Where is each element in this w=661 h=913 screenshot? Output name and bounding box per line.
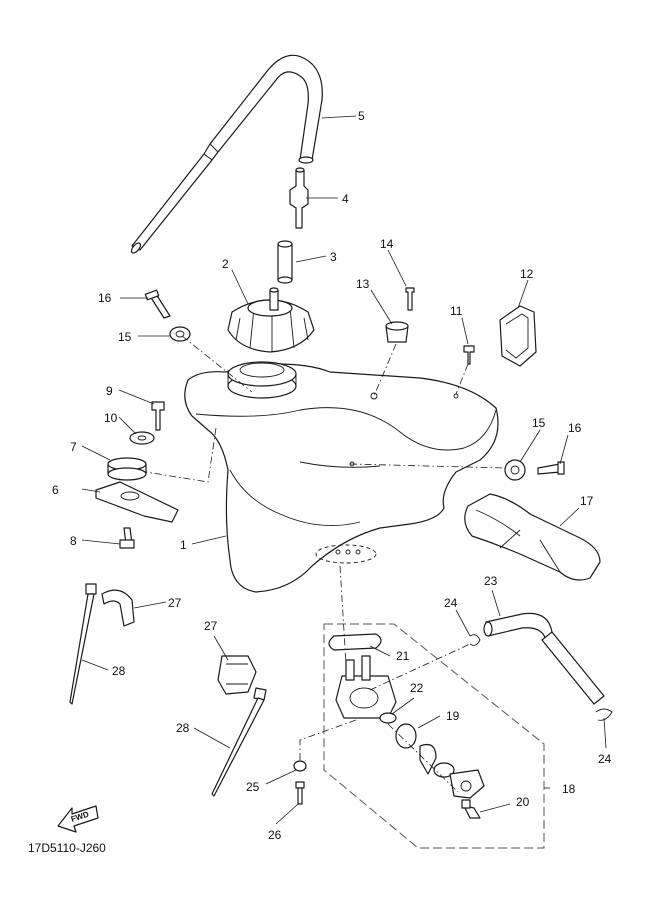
part-15-damper-right bbox=[504, 459, 526, 481]
callout-19: 19 bbox=[446, 709, 460, 723]
assembly-18-boundary bbox=[323, 623, 545, 849]
part-8-bolt bbox=[119, 527, 135, 549]
part-28-band-left bbox=[69, 583, 97, 705]
part-24-clip-upper bbox=[469, 634, 481, 646]
diagram-code: 17D5110-J260 bbox=[28, 841, 106, 855]
callout-2: 2 bbox=[222, 257, 229, 271]
part-4-hose-joint bbox=[289, 167, 309, 229]
callout-1: 1 bbox=[180, 538, 187, 552]
part-1-fuel-tank bbox=[184, 361, 499, 593]
callout-28-left: 28 bbox=[112, 664, 126, 678]
callout-21: 21 bbox=[396, 649, 410, 663]
callout-17: 17 bbox=[580, 494, 594, 508]
part-13-collar bbox=[385, 321, 409, 343]
callout-16-left: 16 bbox=[98, 291, 112, 305]
part-10-washer bbox=[129, 431, 155, 445]
part-16-bolt-left bbox=[144, 289, 171, 319]
callout-5: 5 bbox=[358, 109, 365, 123]
part-20-screw bbox=[461, 799, 481, 819]
part-27-clamp-left bbox=[101, 589, 135, 627]
callout-4: 4 bbox=[342, 192, 349, 206]
callout-7: 7 bbox=[70, 440, 77, 454]
part-21-gasket bbox=[328, 633, 382, 651]
part-28-band-lower bbox=[211, 687, 267, 797]
part-26-bolt bbox=[295, 781, 305, 805]
callout-20: 20 bbox=[516, 795, 530, 809]
callout-15-right: 15 bbox=[532, 416, 546, 430]
callout-26: 26 bbox=[268, 828, 282, 842]
part-25-washer bbox=[293, 760, 307, 772]
callout-8: 8 bbox=[70, 534, 77, 548]
part-15-damper-left bbox=[169, 326, 191, 342]
part-7-damper bbox=[107, 457, 147, 481]
assembly-center-lines bbox=[145, 335, 507, 793]
callout-22: 22 bbox=[410, 681, 424, 695]
callout-25: 25 bbox=[246, 780, 260, 794]
callout-12: 12 bbox=[520, 267, 534, 281]
callout-11: 11 bbox=[450, 304, 463, 318]
part-6-bracket bbox=[95, 481, 179, 523]
part-19-filter bbox=[395, 723, 417, 749]
part-14-bolt bbox=[405, 287, 415, 311]
callout-9: 9 bbox=[106, 384, 113, 398]
part-9-bolt bbox=[151, 401, 165, 431]
callout-6: 6 bbox=[52, 483, 59, 497]
callout-15-left: 15 bbox=[118, 330, 132, 344]
part-23-fuel-hose bbox=[483, 612, 605, 705]
callout-3: 3 bbox=[330, 250, 337, 264]
callout-27-left: 27 bbox=[168, 596, 182, 610]
part-5-breather-hose bbox=[130, 54, 323, 254]
callout-18: 18 bbox=[562, 782, 576, 796]
callout-28-lower: 28 bbox=[176, 721, 190, 735]
leader-lines bbox=[81, 115, 607, 825]
part-3-breather-pipe bbox=[277, 240, 293, 284]
part-16-bolt-right bbox=[537, 461, 565, 475]
part-18-fuel-cock-assembly bbox=[335, 655, 397, 719]
callout-24-lower: 24 bbox=[598, 752, 612, 766]
part-17-pad bbox=[464, 493, 601, 581]
part-12-bracket-clip bbox=[499, 305, 537, 367]
callout-24-upper: 24 bbox=[444, 596, 458, 610]
part-18-lever bbox=[419, 743, 455, 778]
callout-13: 13 bbox=[356, 277, 370, 291]
part-11-screw bbox=[463, 345, 475, 365]
part-22-o-ring bbox=[379, 712, 397, 724]
fwd-arrow-icon: FWD bbox=[57, 805, 99, 833]
part-24-clip-lower bbox=[595, 708, 613, 721]
part-2-fuel-tank-cap bbox=[227, 287, 315, 353]
callout-27-lower: 27 bbox=[204, 619, 218, 633]
callout-10: 10 bbox=[104, 411, 118, 425]
callout-23: 23 bbox=[484, 574, 498, 588]
part-27-clamp-lower bbox=[217, 655, 257, 695]
part-18-plate bbox=[449, 769, 485, 799]
callout-14: 14 bbox=[380, 237, 394, 251]
callout-16-right: 16 bbox=[568, 421, 582, 435]
callout-labels: 1 2 3 4 5 6 7 8 9 10 11 12 13 14 15 16 1… bbox=[52, 109, 612, 842]
